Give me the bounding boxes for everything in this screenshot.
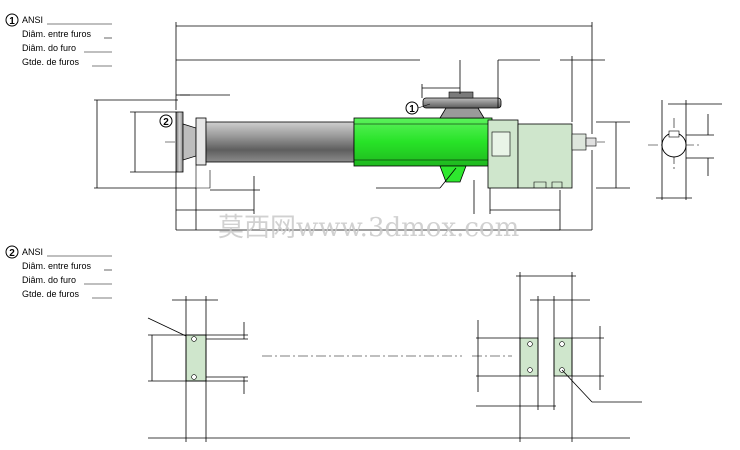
bolt-hole-icon — [527, 341, 533, 347]
left-support-foot — [195, 165, 211, 189]
legend-marker-number: 2 — [9, 248, 15, 259]
shaft-end-view — [648, 100, 722, 200]
drive-housing — [517, 123, 573, 189]
discharge-flange-hub — [448, 91, 474, 99]
legend-marker-circle-icon — [5, 245, 19, 259]
callout-circle-icon — [159, 114, 173, 128]
bolt-hole-icon — [527, 367, 533, 373]
bolt-hole-icon — [191, 336, 197, 342]
suction-flange-neck — [182, 123, 197, 161]
discharge-neck — [439, 107, 485, 119]
bearing-bracket-window — [491, 131, 511, 157]
legend-item-ansi: ANSI — [22, 247, 43, 257]
callout-suction-number: 2 — [163, 117, 169, 128]
shaft-keyway — [668, 130, 680, 138]
legend-item-hole-diameter: Diâm. do furo — [22, 43, 76, 53]
dimension-lines-top — [94, 22, 630, 189]
drive-housing-slot — [533, 181, 563, 188]
watermark-text: 莫西网www.3dmox.com — [218, 213, 519, 243]
foundation-plan-view — [147, 272, 642, 442]
legend-item-hole-count: Gtde. de furos — [22, 57, 80, 67]
legend-bottom: 2 ANSI Diâm. entre furos Diâm. do furo G… — [5, 245, 112, 299]
legend-top: 1 ANSI Diâm. entre furos Diâm. do furo G… — [5, 13, 112, 67]
legend-item-bolt-circle: Diâm. entre furos — [22, 261, 92, 271]
bolt-hole-icon — [559, 341, 565, 347]
stator-tube — [205, 121, 355, 163]
legend-item-bolt-circle: Diâm. entre furos — [22, 29, 92, 39]
drive-shaft — [585, 137, 597, 147]
shaft-coupling — [571, 133, 587, 151]
dimension-lines-bottom — [175, 150, 593, 231]
legend-item-hole-count: Gtde. de furos — [22, 289, 80, 299]
legend-item-hole-diameter: Diâm. do furo — [22, 275, 76, 285]
left-mounting-pad — [185, 334, 207, 382]
legend-marker-circle-icon — [5, 13, 19, 27]
bolt-hole-icon — [191, 374, 197, 380]
housing-foot — [439, 165, 467, 183]
pump-housing — [353, 117, 493, 167]
suction-flange — [175, 111, 184, 173]
legend-marker-number: 1 — [9, 16, 15, 27]
legend-item-ansi: ANSI — [22, 15, 43, 25]
pump-side-view: 1 2 — [94, 22, 630, 231]
callout-discharge-number: 1 — [409, 104, 415, 115]
discharge-flange — [422, 97, 502, 109]
suction-collar — [195, 117, 207, 166]
